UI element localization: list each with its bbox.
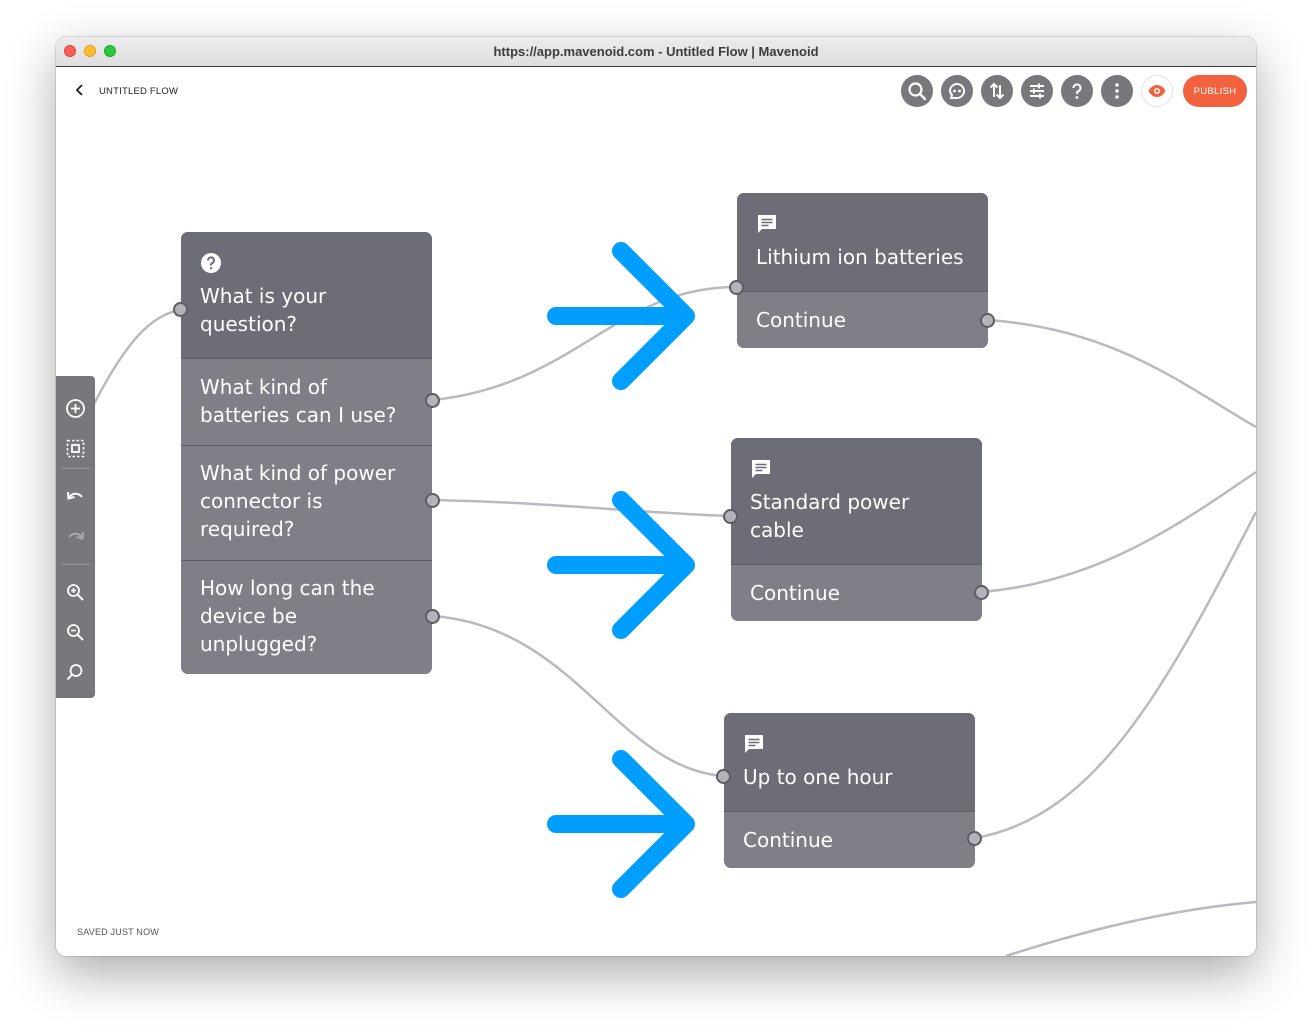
flow-title[interactable]: UNTITLED FLOW	[99, 86, 179, 97]
back-arrow-icon[interactable]	[75, 83, 85, 97]
wire-bottom	[1005, 900, 1256, 956]
canvas-toolbar	[56, 376, 95, 698]
annotation-arrow-icon	[547, 750, 695, 898]
wire-uptoone-out	[974, 511, 1256, 840]
answer-uptoone-input-port[interactable]	[716, 769, 731, 784]
close-window-button[interactable]	[64, 45, 76, 57]
browser-window: https://app.mavenoid.com - Untitled Flow…	[56, 37, 1256, 956]
message-icon	[745, 735, 763, 753]
option-unplugged-line-3: unplugged?	[200, 632, 318, 656]
wire-unplugged	[432, 614, 724, 778]
wire-batteries	[432, 285, 737, 402]
question-node[interactable]: What is your question? What kind of batt…	[181, 232, 432, 674]
undo-icon[interactable]	[65, 486, 86, 507]
answer-lithium-continue[interactable]: Continue	[737, 291, 988, 348]
option-batteries-line-1: What kind of	[200, 375, 328, 399]
select-icon[interactable]	[65, 438, 86, 459]
preview-button[interactable]	[1141, 75, 1173, 107]
answer-lithium-output-port[interactable]	[980, 313, 995, 328]
option-unplugged-line-1: How long can the	[200, 576, 375, 600]
more-button[interactable]	[1101, 75, 1133, 107]
option-connector[interactable]: What kind of power connector is required…	[181, 445, 432, 560]
chat-bot-icon	[948, 83, 965, 99]
wire-lithium-out	[987, 318, 1256, 429]
chat-bot-button[interactable]	[941, 75, 973, 107]
help-button[interactable]	[1061, 75, 1093, 107]
answer-lithium-continue-label: Continue	[756, 308, 846, 332]
question-title-line-1: What is your	[200, 284, 327, 308]
add-node-icon[interactable]	[65, 398, 86, 419]
save-status: SAVED JUST NOW	[77, 927, 159, 937]
sort-icon	[989, 82, 1005, 100]
answer-node-uptoone[interactable]: Up to one hour Continue	[724, 713, 975, 868]
answer-node-lithium[interactable]: Lithium ion batteries Continue	[737, 193, 988, 348]
option-unplugged-port[interactable]	[425, 609, 440, 624]
zoom-out-icon[interactable]	[65, 622, 86, 643]
connection-wires	[92, 285, 1256, 956]
answer-lithium-title: Lithium ion batteries	[756, 245, 964, 269]
settings-button[interactable]	[1021, 75, 1053, 107]
answer-uptoone-continue[interactable]: Continue	[724, 811, 975, 868]
answer-standard-title-line-2: cable	[750, 518, 804, 542]
option-unplugged[interactable]: How long can the device be unplugged?	[181, 560, 432, 674]
answer-node-lithium-header[interactable]: Lithium ion batteries	[737, 193, 988, 291]
sliders-icon	[1030, 83, 1044, 99]
annotation-arrow-icon	[547, 491, 695, 639]
answer-standard-output-port[interactable]	[974, 585, 989, 600]
annotation-arrow-icon	[547, 242, 695, 390]
minimize-window-button[interactable]	[84, 45, 96, 57]
redo-icon[interactable]	[65, 526, 86, 547]
option-connector-line-1: What kind of power	[200, 461, 396, 485]
option-batteries-line-2: batteries can I use?	[200, 403, 397, 427]
answer-uptoone-continue-label: Continue	[743, 828, 833, 852]
answer-standard-continue-label: Continue	[750, 581, 840, 605]
question-input-port[interactable]	[173, 302, 188, 317]
zoom-reset-icon[interactable]	[65, 662, 86, 683]
option-batteries[interactable]: What kind of batteries can I use?	[181, 358, 432, 445]
message-icon	[758, 215, 776, 233]
window-title: https://app.mavenoid.com - Untitled Flow…	[493, 44, 819, 59]
help-icon	[1072, 83, 1082, 99]
answer-node-standard[interactable]: Standard power cable Continue	[731, 438, 982, 621]
question-title-line-2: question?	[200, 312, 298, 336]
answer-lithium-input-port[interactable]	[729, 280, 744, 295]
title-bar: https://app.mavenoid.com - Untitled Flow…	[56, 37, 1256, 67]
more-vertical-icon	[1115, 83, 1119, 99]
answer-uptoone-output-port[interactable]	[967, 831, 982, 846]
wire-entry	[92, 308, 181, 405]
question-node-header[interactable]: What is your question?	[181, 232, 432, 358]
option-unplugged-line-2: device be	[200, 604, 298, 628]
search-button[interactable]	[901, 75, 933, 107]
answer-standard-title-line-1: Standard power	[750, 490, 910, 514]
answer-node-uptoone-header[interactable]: Up to one hour	[724, 713, 975, 811]
zoom-in-icon[interactable]	[65, 582, 86, 603]
flow-canvas[interactable]: UNTITLED FLOW	[56, 67, 1256, 956]
answer-standard-continue[interactable]: Continue	[731, 564, 982, 621]
question-icon	[201, 253, 221, 273]
option-batteries-port[interactable]	[425, 393, 440, 408]
wire-connector	[432, 498, 731, 518]
option-connector-port[interactable]	[425, 493, 440, 508]
search-icon	[908, 82, 927, 101]
wire-standard-out	[981, 470, 1256, 594]
message-icon	[752, 460, 770, 478]
option-connector-line-2: connector is	[200, 489, 323, 513]
sort-button[interactable]	[981, 75, 1013, 107]
zoom-window-button[interactable]	[104, 45, 116, 57]
answer-standard-input-port[interactable]	[723, 509, 738, 524]
publish-button[interactable]: PUBLISH	[1183, 75, 1247, 107]
answer-node-standard-header[interactable]: Standard power cable	[731, 438, 982, 564]
option-connector-line-3: required?	[200, 517, 295, 541]
eye-icon	[1148, 85, 1166, 97]
answer-uptoone-title: Up to one hour	[743, 765, 893, 789]
